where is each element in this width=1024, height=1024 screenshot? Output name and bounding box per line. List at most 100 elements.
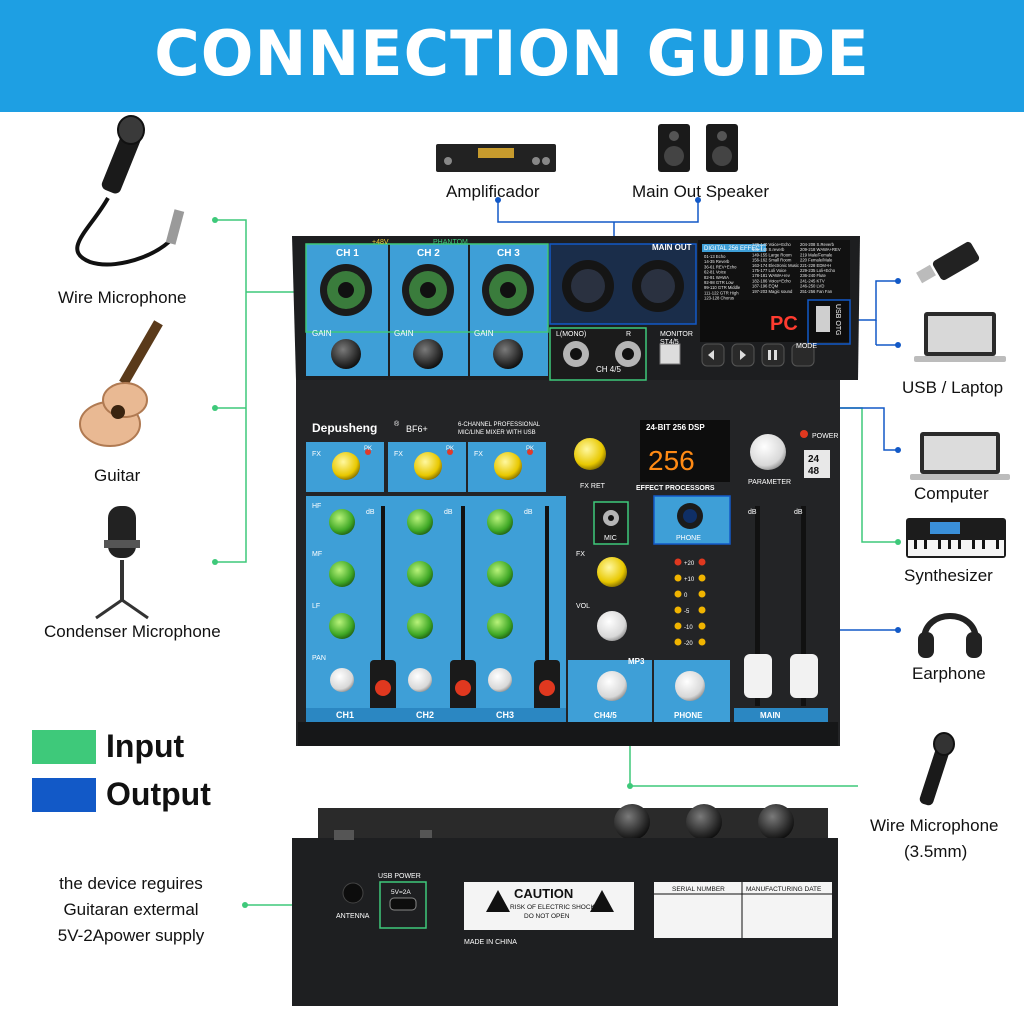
eq-hf-label: HF [312,503,321,510]
display-readout: PC [770,313,798,335]
warning-line-2: DO NOT OPEN [524,913,570,920]
meter-level-0: +20 [684,561,695,567]
strip-ch3-label: CH3 [496,710,514,720]
wire-microphone-icon [75,115,185,267]
antenna-label: ANTENNA [336,913,370,920]
legend-output-swatch [32,778,96,812]
warning-line-1: RISK OF ELECTRIC SHOCK [510,904,596,911]
page-title: CONNECTION GUIDE [154,17,870,90]
effects-list-item: 156-162 Small Room [752,258,792,263]
effect-processors-label: EFFECT PROCESSORS [636,485,715,492]
speaker-icon-left [658,124,690,172]
label-usb-laptop: USB / Laptop [902,378,1004,397]
eq-lf-label: LF [312,603,320,610]
usb-otg-label: USB OTG [834,304,841,336]
subtitle-1: 6-CHANNEL PROFESSIONAL [458,422,541,428]
phantom-label: PHANTOM [433,239,468,246]
meter-level-4: -10 [684,625,693,631]
l-mono-label: L(MONO) [556,331,586,338]
xlr-combo-jack-ch2 [402,264,454,316]
label-synthesizer: Synthesizer [904,566,993,585]
brand-label: Depusheng [312,421,377,435]
db-label-1: dB [366,509,375,516]
bits-label: 24 [808,454,820,465]
effects-list-item: 129-140 Voice+Echo [752,242,791,247]
effects-list-item: 187-196 EQM [752,284,779,289]
usb-drive-icon [916,241,980,284]
vol-label: VOL [576,603,590,610]
effects-list-item: 36-61 REV+Echo [704,264,737,269]
usb-power-label: USB POWER [378,873,421,880]
label-computer: Computer [914,484,989,503]
strip-ch2-label: CH2 [416,710,434,720]
fx-label-1: FX [312,451,321,458]
db-label-3: dB [524,509,533,516]
label-main-out-speaker: Main Out Speaker [632,182,770,201]
db-label-main-r: dB [794,509,803,516]
ch45-jack-label: CH 4/5 [596,365,621,374]
gain-label-1: GAIN [312,329,332,338]
effects-list-item: 82-91 WAWA [704,275,729,280]
db-label-main-l: dB [748,509,757,516]
eq-mf-label: MF [312,551,322,558]
r-label: R [626,331,631,338]
strip-phone-label: PHONE [674,711,703,720]
effects-list-item: 221-228 EDM+H [800,263,831,268]
parameter-label: PARAMETER [748,479,791,486]
effects-list-item: 62-81 Voice [704,270,727,275]
mixer-rear-panel [292,804,838,1006]
effects-list-item: 92-98 GTR Low [704,280,735,285]
effects-list-item: 149-155 Large Room [752,252,792,257]
main-out-label: MAIN OUT [652,243,692,252]
effects-list-item: 163-174 Electronic Music [752,263,799,268]
effects-list-item: 220 Female/Male [800,258,833,263]
phone-jack-label: PHONE [676,535,701,542]
strip-ch1-label: CH1 [336,710,354,720]
ch1-label: CH 1 [336,248,359,259]
fx-label-3: FX [474,451,483,458]
effects-list-item: 182-186 Voice+Echo [752,278,791,283]
gain-label-2: GAIN [394,329,414,338]
power-spec-label: 5V=2A [391,889,411,896]
mp3-label: MP3 [628,657,645,666]
effects-list-item: 204-208 S.Reverb [800,242,835,247]
manufacturing-date-label: MANUFACTURING DATE [746,886,822,893]
xlr-combo-jack-ch1 [320,264,372,316]
header-banner: CONNECTION GUIDE [0,0,1024,112]
effects-list-item: 178-181 WAWA+rev [752,273,791,278]
effects-list-item: 01-13 Echo [704,254,726,259]
effects-list-item: 175-177 Loli Voice [752,268,787,273]
pk-label-3: PK [526,446,534,452]
handheld-microphone-icon [919,732,955,806]
made-in-label: MADE IN CHINA [464,939,517,946]
ch2-label: CH 2 [417,248,440,259]
fx-ret-label: FX RET [580,483,606,490]
effects-list-item: 229-235 Loli+Echo [800,268,836,273]
condenser-microphone-icon [95,506,149,620]
legend-input-swatch [32,730,96,764]
mic-label: MIC [604,535,617,542]
synthesizer-icon [906,518,1006,558]
p48-label: +48V [372,239,389,246]
power-note-line-1: the device reguires [59,874,203,893]
strip-ch45-label: CH4/5 [594,711,617,720]
effects-list-item: 141-148 S.reverb [752,247,785,252]
st45-label: ST4/5 [660,339,679,346]
meter-level-1: +10 [684,577,695,583]
effects-list-item: 251-256 Fan Fan [800,289,833,294]
label-wire-microphone: Wire Microphone [58,288,187,307]
computer-icon [910,432,1010,480]
speaker-icon-right [706,124,738,172]
effects-list-item: 123-128 Chorus [704,296,734,301]
subtitle-2: MIC/LINE MIXER WITH USB [458,430,536,436]
gain-label-3: GAIN [474,329,494,338]
label-guitar: Guitar [94,466,141,485]
power-note-line-3: 5V-2Apower supply [57,926,205,945]
effects-list-item: 241-245 KTV [800,278,825,283]
db-label-2: dB [444,509,453,516]
legend-output-label: Output [106,776,211,812]
caution-label: CAUTION [514,886,573,901]
meter-level-3: -5 [684,609,690,615]
